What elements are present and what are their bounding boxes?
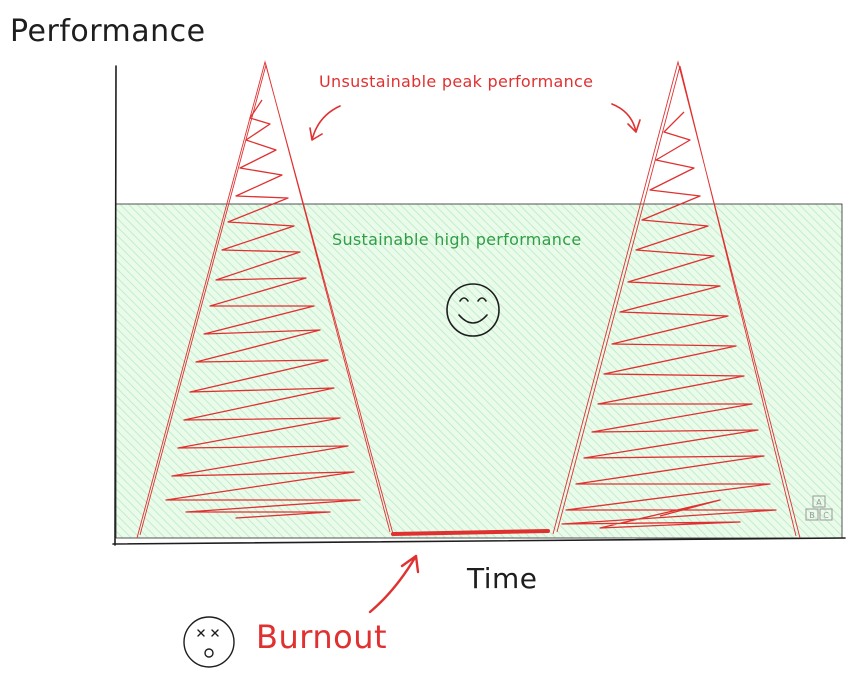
svg-text:C: C (823, 511, 829, 520)
burnout-arrow (368, 554, 420, 614)
left-peak-scribble (165, 99, 361, 519)
sustainable-zone (115, 203, 843, 539)
abc-blocks-icon[interactable]: A B C (803, 494, 837, 528)
left-peak-arrow (309, 105, 341, 141)
sustainable-annotation: Sustainable high performance (332, 230, 582, 249)
x-axis-title: Time (467, 562, 538, 595)
left-peak-outline (136, 60, 394, 539)
y-axis-line (114, 65, 117, 546)
svg-text:B: B (809, 511, 815, 520)
x-axis-line (112, 537, 846, 545)
left-peak (136, 60, 394, 539)
right-peak-arrow (611, 103, 641, 133)
svg-text:A: A (816, 498, 822, 507)
burnout-line (391, 529, 550, 536)
peak-arrows (309, 103, 641, 141)
axes (112, 65, 846, 546)
burnout-annotation: Burnout (256, 618, 388, 656)
y-axis-title: Performance (10, 14, 206, 49)
smiley-face-icon (446, 283, 500, 337)
dizzy-face-icon (183, 616, 235, 668)
right-peak-scribble (561, 111, 777, 529)
right-peak (552, 60, 801, 539)
peak-annotation: Unsustainable peak performance (319, 72, 594, 91)
right-peak-outline (552, 60, 801, 539)
